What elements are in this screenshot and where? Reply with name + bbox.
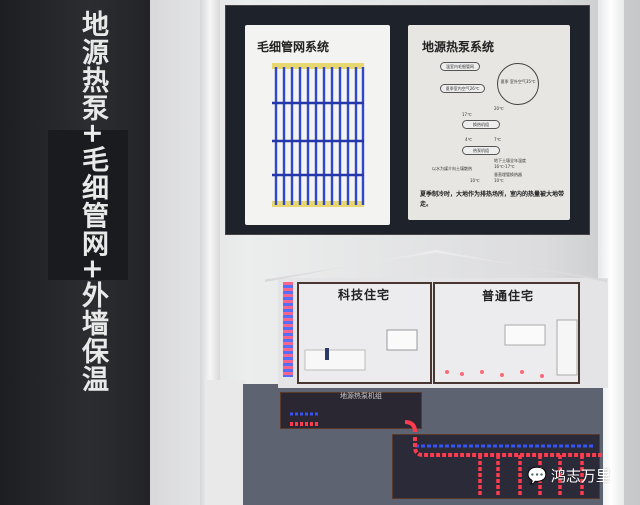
panel-shadow — [48, 130, 128, 280]
diagram-box: 溫室内毛细管网 — [440, 62, 480, 71]
floor — [205, 380, 245, 505]
ground-pipes — [290, 412, 602, 497]
heat-pump-unit-label: 地源热泵机组 — [340, 392, 382, 400]
side-label: 以水为媒介向土壤散热 — [432, 166, 472, 171]
temp-label: 7℃ — [494, 137, 502, 142]
wechat-icon: 💬 — [527, 466, 547, 485]
light-strip — [200, 0, 220, 505]
diagram-box: 夏季室内空气26℃ — [440, 84, 485, 93]
temp-label: 17℃ — [462, 112, 472, 117]
heat-pump-title: 地源热泵系统 — [422, 40, 495, 54]
room-furniture — [304, 319, 578, 378]
temp-label: 20℃ — [494, 106, 504, 111]
ordinary-room-label: 普通住宅 — [482, 289, 535, 303]
capillary-title: 毛细管网系统 — [257, 40, 330, 54]
heat-pump-note: 夏季制冷时，大地作为排热场所，室内的热量被大地带走。 — [420, 191, 565, 208]
side-label: 垂直埋管换热器 — [494, 172, 522, 177]
watermark-text: 鸿志万里 — [550, 467, 611, 485]
heat-pump-unit-window — [280, 392, 422, 429]
capillary-mat-image — [272, 63, 365, 207]
top-header-pipe — [272, 63, 364, 69]
sun-diagram: 夏季 室外空气35℃ — [497, 63, 539, 105]
vertical-title: 地源热泵+毛细管网+外墙保温 — [77, 10, 108, 394]
capillary-card — [245, 25, 390, 225]
tech-room-label: 科技住宅 — [338, 288, 391, 302]
bottom-header-pipe — [272, 201, 364, 207]
temp-label: 4℃ — [465, 137, 473, 142]
side-label: 地下土壤全年温度 16℃-17℃ — [494, 158, 526, 169]
diagram-box: 换热机组 — [462, 120, 500, 129]
watermark: 💬 鸿志万里 — [527, 465, 611, 486]
temp-label: 10℃ — [494, 178, 504, 183]
wall-led-strip — [283, 282, 293, 377]
temp-label: 10℃ — [470, 178, 480, 183]
diagram-box: 热泵机组 — [462, 146, 500, 155]
